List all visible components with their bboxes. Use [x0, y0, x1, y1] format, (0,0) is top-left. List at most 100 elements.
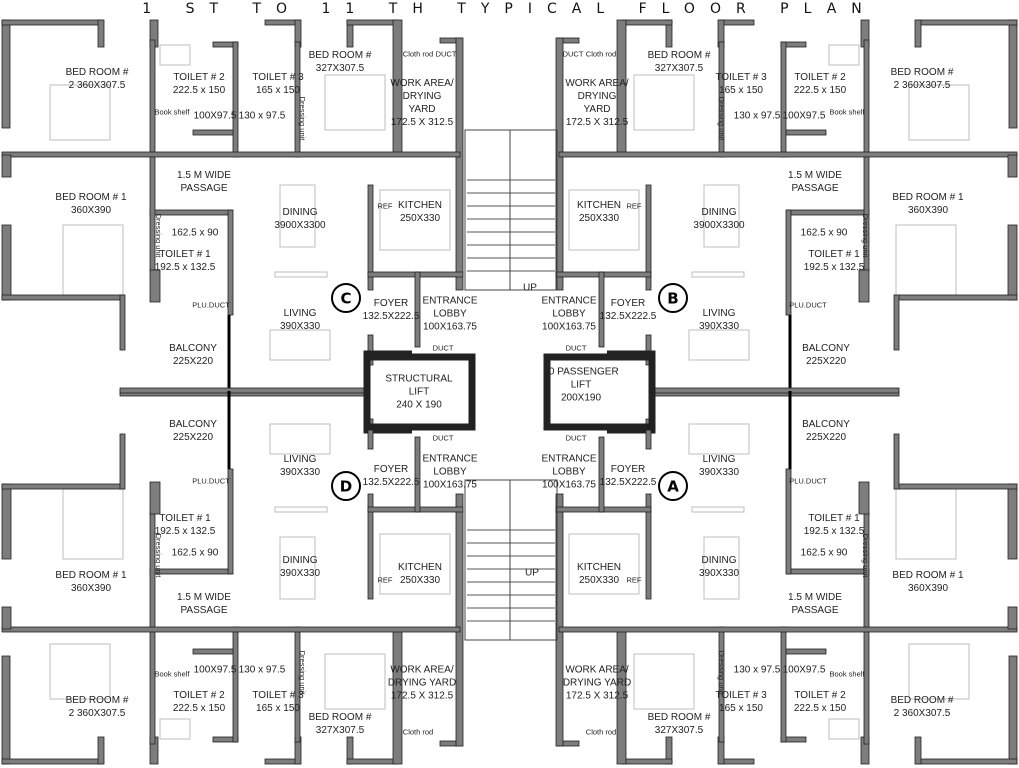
label-bed3: BED ROOM #: [648, 50, 711, 61]
label-passenger-lift: LIFT: [571, 380, 592, 391]
label-passage: 1.5 M WIDE: [788, 592, 842, 603]
wall: [858, 269, 870, 303]
wall: [786, 568, 870, 575]
label-duct_top: DUCT: [563, 50, 584, 59]
wall: [97, 19, 105, 48]
walls: [1, 19, 1018, 765]
label-work: 172.5 X 312.5: [391, 117, 454, 128]
label-toilet1: TOILET # 1: [159, 249, 211, 260]
label-toilet3: TOILET # 3: [252, 690, 304, 701]
label-bed1: 360X390: [908, 583, 948, 594]
wall: [1, 151, 461, 158]
label-living: LIVING: [703, 308, 736, 319]
wall: [367, 184, 374, 291]
wall: [785, 129, 827, 136]
wall: [97, 736, 105, 765]
label-lobby: LOBBY: [433, 467, 467, 478]
label-bed3: 327X307.5: [316, 63, 365, 74]
furniture: [62, 488, 124, 560]
wall: [1, 483, 125, 490]
label-dining: 3900X3300: [693, 220, 745, 231]
label-dressing1: Dressing unit: [717, 97, 726, 142]
label-foyer: 132.5X222.5: [600, 311, 657, 322]
wall: [455, 493, 464, 747]
label-ref: REF: [627, 576, 642, 585]
wall: [149, 269, 161, 303]
wall: [858, 481, 870, 515]
label-structural-lift: LIFT: [409, 387, 430, 398]
unit-c-walls: [1, 19, 476, 434]
label-bed3: BED ROOM #: [648, 712, 711, 723]
label-lobby: 100X163.75: [542, 480, 596, 491]
wall: [916, 758, 1018, 765]
label-lobby: 100X163.75: [542, 322, 596, 333]
wall: [893, 433, 900, 490]
label-living: 390X330: [699, 467, 739, 478]
wall: [119, 433, 126, 490]
label-work: WORK AREA/: [390, 78, 454, 89]
wall: [414, 271, 421, 348]
label-kitchen: 250X330: [579, 575, 619, 586]
label-balcony: BALCONY: [802, 419, 850, 430]
label-lobby: ENTRANCE: [541, 296, 596, 307]
furniture: [159, 718, 191, 740]
furniture: [895, 224, 957, 296]
label-lobby: LOBBY: [552, 309, 586, 320]
label-bed2: BED ROOM #: [66, 67, 129, 78]
label-anteroom: 162.5 x 90: [801, 228, 848, 239]
label-foyer: FOYER: [611, 298, 645, 309]
label-kitchen: KITCHEN: [577, 562, 621, 573]
wall: [367, 493, 374, 600]
label-toilet3: TOILET # 3: [252, 72, 304, 83]
wall: [621, 19, 673, 26]
label-bed2: 2 360X307.5: [894, 80, 951, 91]
label-bed1: 360X390: [908, 205, 948, 216]
wall: [914, 19, 922, 48]
wall: [149, 39, 156, 156]
furniture: [691, 271, 745, 278]
label-work: 172.5 X 312.5: [391, 691, 454, 702]
label-dining: 390X330: [699, 568, 739, 579]
furniture: [568, 533, 640, 595]
wall: [1, 224, 12, 301]
label-living: 390X330: [280, 321, 320, 332]
wall: [648, 387, 900, 394]
wall: [786, 209, 870, 216]
label-toilet3: TOILET # 3: [715, 690, 767, 701]
label-ref: REF: [378, 202, 393, 211]
furniture: [703, 536, 740, 600]
label-lobby: ENTRANCE: [422, 296, 477, 307]
label-work: DRYING YARD: [563, 678, 631, 689]
wall: [894, 483, 1018, 490]
wall: [192, 129, 234, 136]
label-dining: DINING: [283, 207, 318, 218]
label-bookshelf: Book shelf: [829, 670, 865, 679]
label-bed3: 327X307.5: [655, 63, 704, 74]
wall: [555, 493, 564, 747]
label-lobby: ENTRANCE: [422, 454, 477, 465]
furniture: [908, 84, 970, 141]
unit-d-walls: [1, 350, 476, 765]
label-work: 172.5 X 312.5: [566, 691, 629, 702]
label-duct_lobby: DUCT: [566, 434, 587, 443]
label-plu: PLU.DUCT: [192, 301, 230, 310]
label-living: LIVING: [703, 454, 736, 465]
label-toilet1: 192.5 x 132.5: [155, 526, 216, 537]
label-ref: REF: [627, 202, 642, 211]
wall: [555, 37, 564, 291]
label-toilet2: TOILET # 2: [173, 690, 225, 701]
label-plu: PLU.DUCT: [192, 477, 230, 486]
label-toilet2: TOILET # 2: [173, 72, 225, 83]
label-foyer: 132.5X222.5: [600, 477, 657, 488]
label-bed2: BED ROOM #: [66, 695, 129, 706]
label-dining: DINING: [702, 207, 737, 218]
label-kitchen: 250X330: [400, 213, 440, 224]
unit-marker-circle: [331, 283, 361, 313]
wall: [1, 606, 12, 630]
label-bed2: 2 360X307.5: [894, 708, 951, 719]
label-bookshelf: Book shelf: [154, 670, 190, 679]
furniture: [324, 74, 386, 131]
label-area130: 130 x 97.5: [734, 111, 781, 122]
wall: [1, 154, 12, 178]
